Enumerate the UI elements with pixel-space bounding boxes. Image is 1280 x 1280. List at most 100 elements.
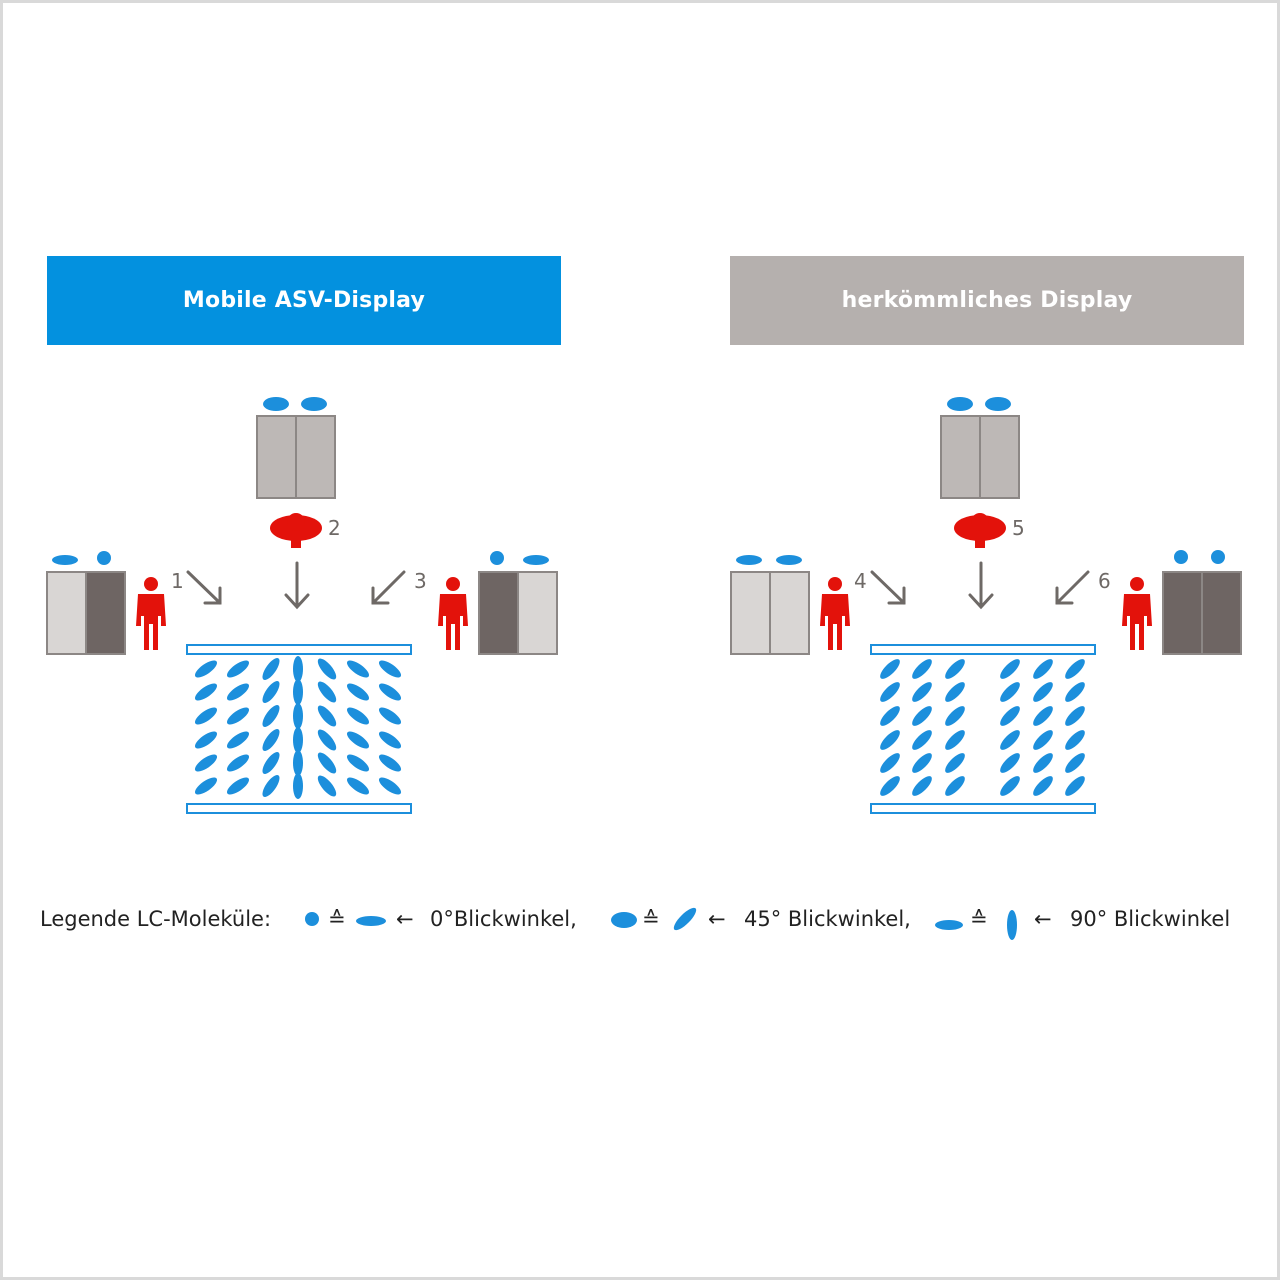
lc-molecule <box>262 774 280 798</box>
lc-molecule <box>346 660 370 678</box>
lc-molecule <box>1065 753 1085 773</box>
lc-molecule <box>880 659 900 679</box>
arrow-viewer-4 <box>870 570 906 605</box>
lc-molecule <box>226 777 250 795</box>
lc-molecule <box>880 776 900 796</box>
viewer-2-icon <box>270 513 322 548</box>
legend-molecule-round <box>611 912 637 928</box>
lc-molecule <box>1033 730 1053 750</box>
lc-molecule <box>1033 706 1053 726</box>
viewer-number-4: 4 <box>854 569 867 593</box>
lc-molecule <box>945 706 965 726</box>
molecule <box>97 551 111 565</box>
legend-glyphs <box>305 907 1017 940</box>
glass-plate-bottom <box>186 803 412 814</box>
molecule <box>1174 550 1188 564</box>
lc-molecule <box>262 751 280 775</box>
viewer-number-3: 3 <box>414 569 427 593</box>
molecule <box>301 397 327 411</box>
lc-molecule <box>880 706 900 726</box>
lc-molecule <box>1033 776 1053 796</box>
lc-molecule <box>226 660 250 678</box>
lc-molecule <box>945 776 965 796</box>
molecule <box>985 397 1011 411</box>
arrow-viewer-6 <box>1055 570 1090 605</box>
lc-molecule <box>317 775 337 797</box>
lc-molecule <box>1000 753 1020 773</box>
lc-molecule <box>194 683 218 701</box>
viewer-6-icon <box>1122 577 1152 650</box>
lc-molecule <box>945 659 965 679</box>
viewing-arrows-conv <box>870 561 1090 610</box>
corresponds-symbol: ≙ <box>328 907 346 931</box>
lc-molecule <box>1033 659 1053 679</box>
legend-angle-90: 90° Blickwinkel <box>1070 907 1231 931</box>
molecule <box>52 555 78 565</box>
conventional-lc-molecules <box>880 659 1085 796</box>
conventional-panel: 4 5 6 <box>730 397 1242 814</box>
arrow-viewer-2 <box>284 561 310 610</box>
asv-panel: 1 2 3 <box>46 397 558 814</box>
lc-molecule <box>1000 776 1020 796</box>
corresponds-symbol: ≙ <box>642 907 660 931</box>
lc-molecule <box>293 750 303 776</box>
lc-molecule <box>880 682 900 702</box>
lc-molecule <box>293 773 303 799</box>
viewer-1-icon <box>136 577 166 650</box>
asv-display-title: Mobile ASV-Display <box>182 288 426 313</box>
asv-lc-molecules <box>194 656 402 799</box>
viewing-arrows-asv <box>186 561 406 610</box>
lc-molecule <box>293 727 303 753</box>
asv-screen-left <box>46 551 126 655</box>
lc-molecule <box>262 728 280 752</box>
lc-molecule <box>1000 706 1020 726</box>
lc-molecule <box>378 731 402 749</box>
arrow-viewer-3 <box>371 570 406 605</box>
conv-screen-top <box>940 397 1020 499</box>
molecule <box>523 555 549 565</box>
lc-molecule <box>346 731 370 749</box>
lc-molecule <box>1065 730 1085 750</box>
asv-screen-top <box>256 397 336 499</box>
lc-molecule <box>1000 730 1020 750</box>
lc-molecule <box>912 706 932 726</box>
legend: Legende LC-Moleküle: ≙ ← 0°Blickwinkel, … <box>40 898 1250 942</box>
lc-molecule <box>194 754 218 772</box>
lc-molecule <box>1033 753 1053 773</box>
legend-angle-0: 0°Blickwinkel, <box>430 907 577 931</box>
molecule <box>776 555 802 565</box>
molecule <box>1211 550 1225 564</box>
corresponds-symbol: ≙ <box>970 907 988 931</box>
lc-molecule <box>1065 682 1085 702</box>
lc-molecule <box>912 730 932 750</box>
legend-molecule-flat <box>356 916 386 926</box>
molecule <box>263 397 289 411</box>
molecule <box>490 551 504 565</box>
legend-label: Legende LC-Moleküle: <box>40 907 272 931</box>
lc-molecule <box>226 754 250 772</box>
lc-molecule <box>194 660 218 678</box>
viewer-3-icon <box>438 577 468 650</box>
conv-screen-left <box>730 555 810 655</box>
arrow-viewer-5 <box>968 561 994 610</box>
lc-molecule <box>945 730 965 750</box>
lc-molecule <box>346 683 370 701</box>
legend-molecule-dot <box>305 912 319 926</box>
lc-molecule <box>293 679 303 705</box>
glass-plate-bottom <box>870 803 1096 814</box>
lc-molecule <box>1033 682 1053 702</box>
lc-molecule <box>912 776 932 796</box>
conventional-display-title: herkömmliches Display <box>841 288 1133 313</box>
lc-molecule <box>880 753 900 773</box>
viewer-5-icon <box>954 513 1006 548</box>
arrow-left-icon: ← <box>708 907 726 931</box>
molecule <box>736 555 762 565</box>
lc-molecule <box>226 683 250 701</box>
lc-molecule <box>346 754 370 772</box>
lc-molecule <box>262 657 280 681</box>
molecule <box>947 397 973 411</box>
glass-plate-top <box>870 644 1096 655</box>
legend-molecule-tilted <box>673 907 697 931</box>
lc-molecule <box>317 681 337 703</box>
lc-molecule <box>378 707 402 725</box>
